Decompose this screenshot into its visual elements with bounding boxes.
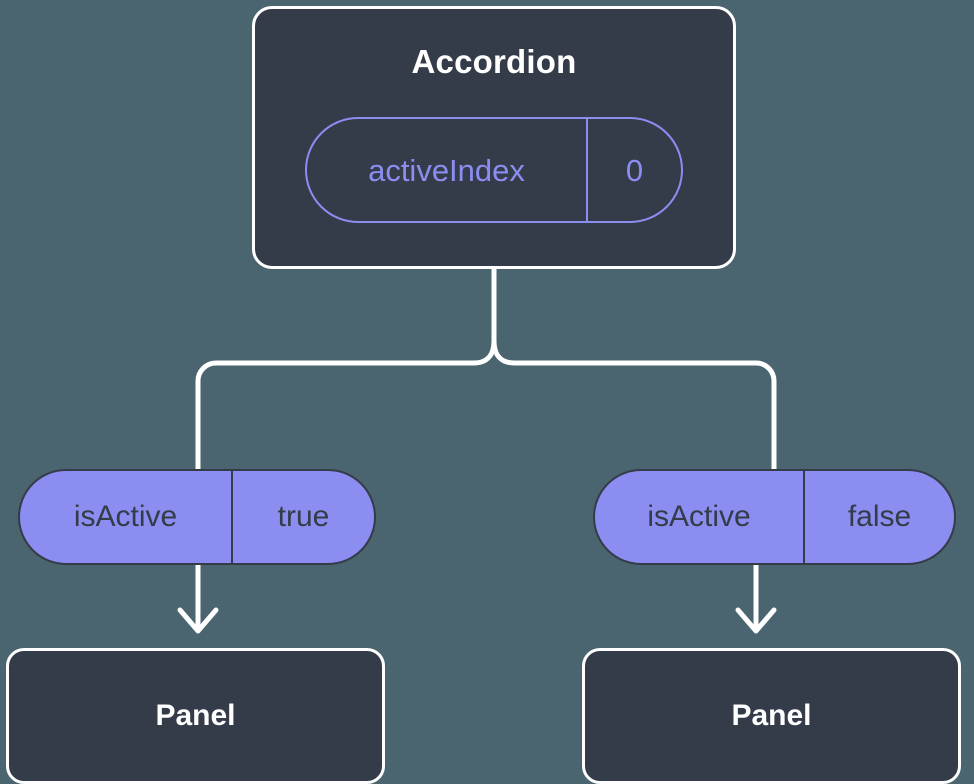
edge-fork-left [195, 338, 497, 473]
prop-badge-value-right: false [803, 471, 954, 563]
component-title-accordion: Accordion [411, 43, 577, 80]
state-badge-value: 0 [625, 152, 644, 188]
component-card-panel-left[interactable]: Panel [6, 648, 385, 784]
component-title-panel-left: Panel [155, 699, 236, 732]
prop-badge-is-active-left[interactable]: isActive true [18, 469, 376, 565]
state-badge-active-index[interactable]: activeIndex 0 [305, 117, 683, 223]
arrow-head-right-icon [735, 607, 777, 634]
prop-badge-is-active-right[interactable]: isActive false [593, 469, 956, 565]
component-title-panel-right: Panel [731, 699, 812, 732]
edge-fork-right [491, 338, 777, 473]
prop-badge-key-right: isActive [647, 500, 751, 533]
arrow-head-left-icon [177, 607, 219, 634]
prop-badge-key-left: isActive [73, 500, 178, 533]
prop-badge-value-left: true [231, 471, 374, 563]
component-card-panel-right[interactable]: Panel [582, 648, 961, 784]
state-badge-key: activeIndex [307, 119, 588, 221]
